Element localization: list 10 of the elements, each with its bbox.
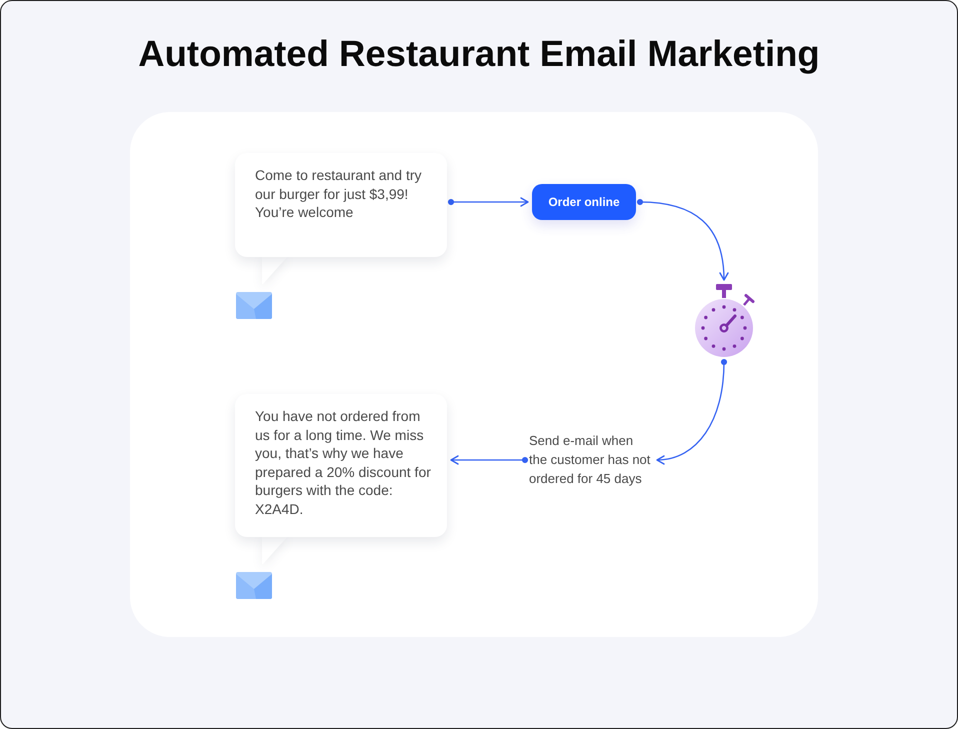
speech-bubble [235,153,447,257]
title: Automated Restaurant Email Marketing [138,33,820,75]
connector-arrow [448,197,529,207]
connector-arrow [450,455,528,465]
step-text: Send e-mail when the customer has not ordered for 45 days [529,431,653,489]
message-text: Come to restaurant and try our burger for just $3,99! You’re welcome [255,166,423,222]
order-button: Order online [532,184,636,220]
message-text: You have not ordered from us for a long time. We miss you, that’s why we have prepared a 20% discount for burgers with the code: X2A4D. [255,407,431,518]
connector-arrow [636,198,728,281]
connector-arrow [656,358,728,464]
